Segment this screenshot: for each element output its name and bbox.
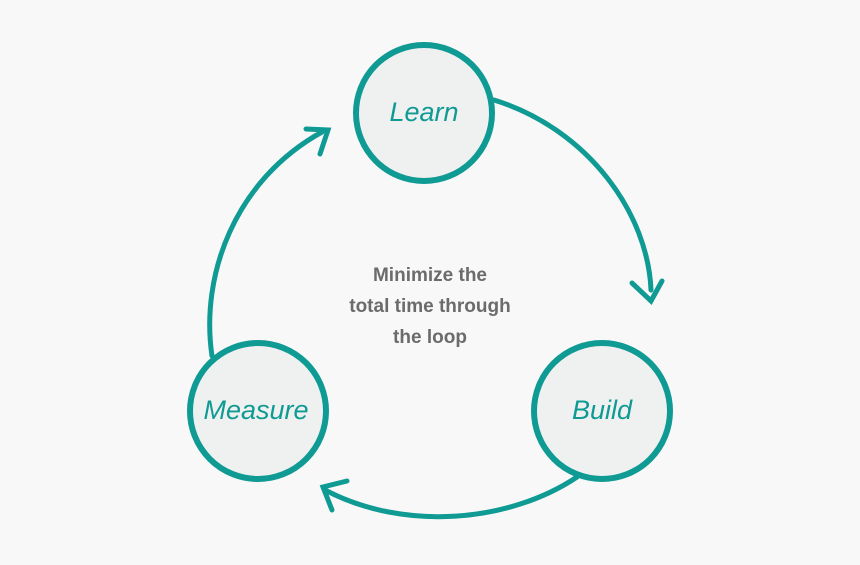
build-node-circle [531,340,673,482]
center-caption-line-1: Minimize the [372,265,487,286]
arrowhead-measure-to-learn [303,126,332,157]
arrow-build-to-measure [322,474,580,520]
center-caption: Minimize the total time through the loop [320,260,540,353]
center-caption-line-2: total time through [349,296,511,317]
arrowhead-learn-to-build [629,278,665,306]
arrowhead-build-to-measure [319,478,350,513]
arrow-measure-to-learn [207,129,325,359]
center-caption-line-3: the loop [393,327,467,348]
learn-node-circle [353,42,495,184]
learn-node-label: Learn [389,97,459,127]
measure-node-label: Measure [203,395,309,425]
build-node-label: Build [571,395,633,425]
arrow-learn-to-build [491,97,654,293]
measure-node-circle [187,340,329,482]
